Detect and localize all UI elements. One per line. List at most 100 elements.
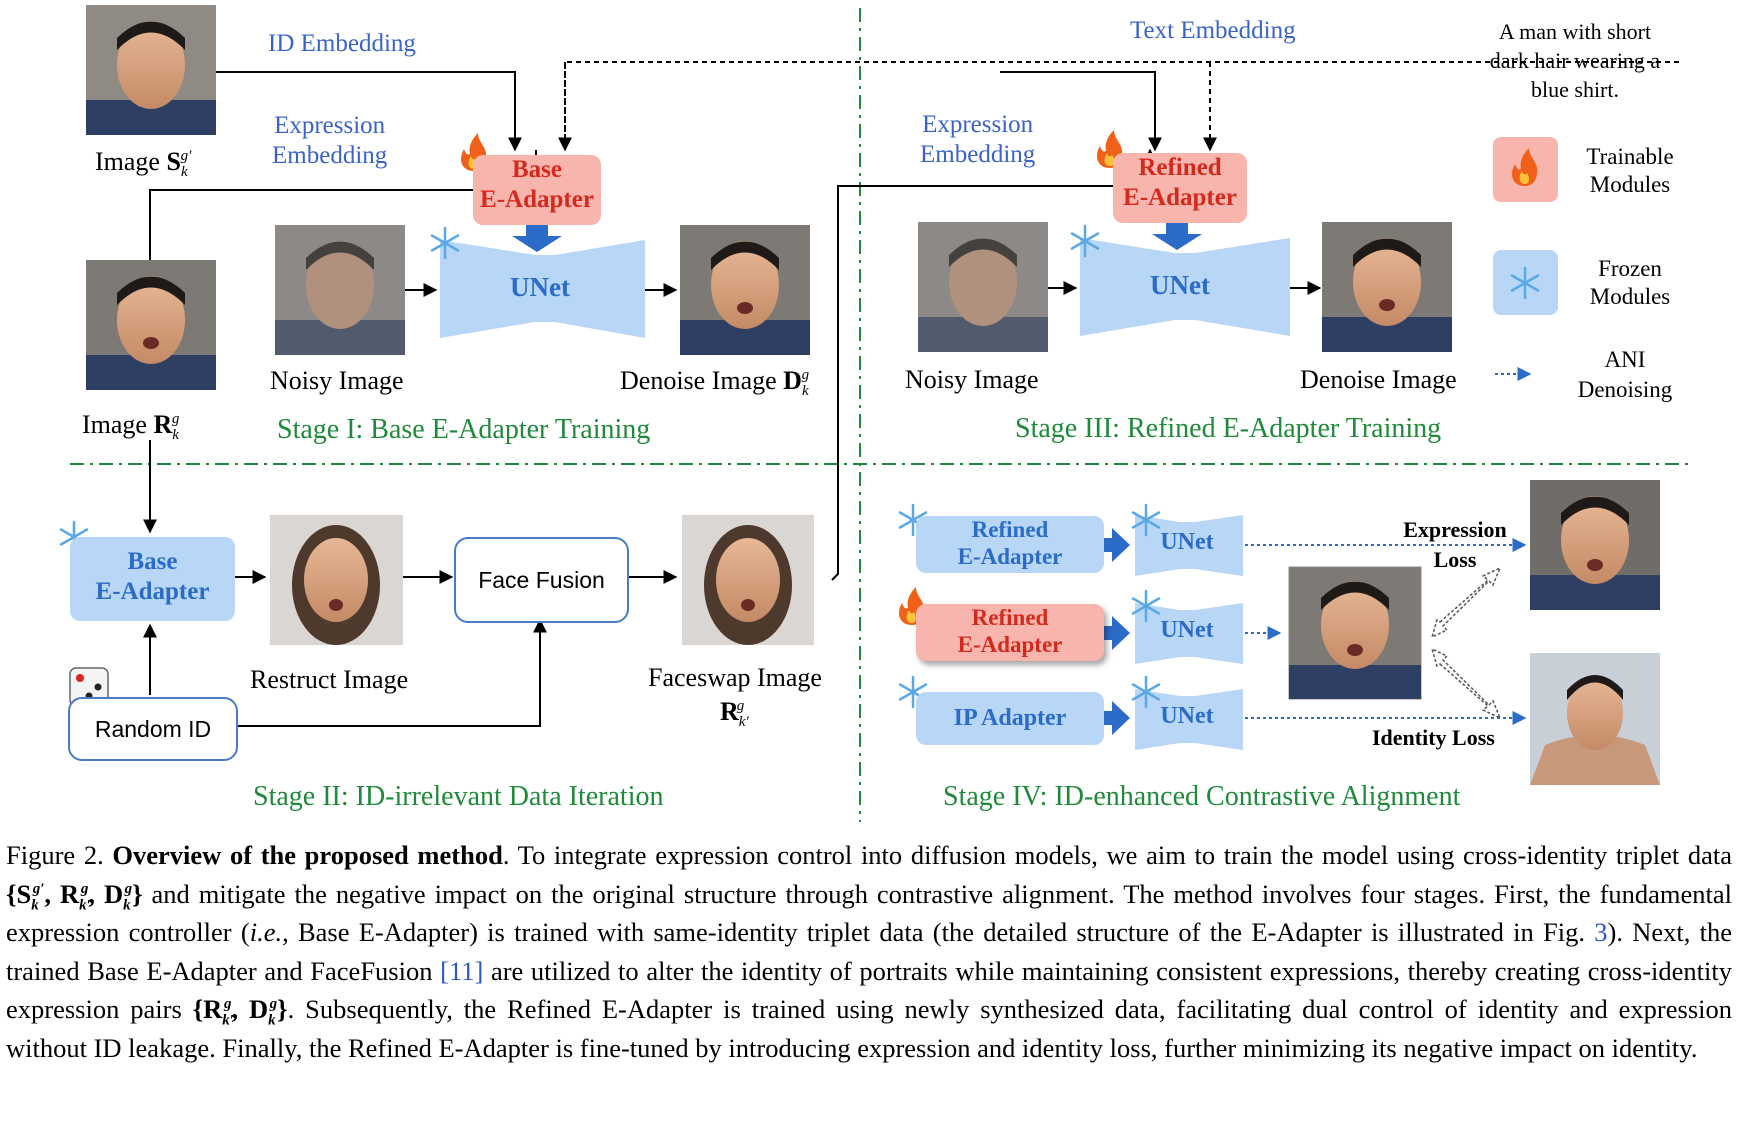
- snowflake-icon: [1131, 675, 1161, 709]
- caption-text-4: ). Next, the trained Base E-Adapter and …: [6, 917, 1732, 986]
- expression-loss-line-2: Loss: [1433, 547, 1477, 572]
- denoise-symbol: D: [783, 366, 802, 395]
- expression-loss-label: Expression Loss: [1380, 515, 1530, 575]
- expression-embedding-line-1: Expression: [274, 112, 386, 139]
- down-arrow-icon: [512, 224, 562, 252]
- unet-shape-s4-1: [1135, 515, 1243, 576]
- expression-loss-line-1: Expression: [1403, 517, 1507, 542]
- base-eadapter-s2-line-1: Base: [127, 548, 178, 575]
- faceswap-symbol: R: [720, 697, 739, 726]
- caption-text-1: . To integrate expression control into d…: [502, 840, 1733, 870]
- expression-embedding-3-line-1: Expression: [922, 111, 1034, 138]
- faceswap-image-photo: [682, 515, 814, 645]
- legend-trainable-line-2: Modules: [1589, 172, 1671, 197]
- legend-ani-line-1: ANI: [1604, 347, 1646, 372]
- figure-caption: Figure 2. Overview of the proposed metho…: [6, 836, 1732, 1067]
- refined-eadapter-line-2: E-Adapter: [1123, 184, 1237, 211]
- restruct-image-label: Restruct Image: [250, 665, 409, 694]
- unet-label-s4-3: UNet: [1160, 703, 1214, 729]
- legend-frozen-label: Frozen Modules: [1565, 255, 1695, 311]
- refined-eadapter-trainable-box: Refined E-Adapter: [916, 604, 1104, 661]
- id-embedding-arrow: [216, 71, 522, 152]
- right-arrow-icon: [1100, 528, 1130, 562]
- stage1-title: Stage I: Base E-Adapter Training: [277, 414, 651, 445]
- caption-text-3: Base E-Adapter) is trained with same-ide…: [288, 917, 1595, 947]
- unet-shape-s4-3: [1135, 689, 1243, 750]
- stage3-title: Stage III: Refined E-Adapter Training: [1015, 413, 1442, 444]
- face-photos: [86, 5, 1660, 785]
- legend-ani-line-2: Denoising: [1577, 377, 1673, 402]
- image-r-prefix: Image: [82, 410, 154, 439]
- denoise-image-1-photo: [680, 225, 810, 355]
- expression-embedding-line-2: Embedding: [272, 142, 388, 169]
- caption-text-6: . Subsequently, the Refined E-Adapter is…: [6, 994, 1732, 1063]
- refined-eadapter-line-1: Refined: [1138, 154, 1222, 181]
- image-s-label: Image Skg′: [95, 147, 192, 181]
- denoise-image-3-photo: [1322, 222, 1452, 352]
- refined-frozen-line-2: E-Adapter: [957, 544, 1063, 569]
- unet-shape-stage1: [440, 240, 645, 338]
- down-arrow-icons: [512, 222, 1202, 735]
- noisy-image-1-photo: [275, 225, 405, 355]
- ip-adapter-box: IP Adapter: [916, 692, 1104, 745]
- unet-shapes: [440, 238, 1290, 750]
- expression-embedding-label-3: Expression Embedding: [920, 110, 1035, 170]
- stage3-connectors: [1000, 62, 1322, 295]
- unet-shape-s4-2: [1135, 603, 1243, 664]
- stage2-connectors: [143, 570, 678, 727]
- expression-embedding-label-1: Expression Embedding: [272, 111, 387, 171]
- base-eadapter-stage1: Base E-Adapter: [473, 155, 601, 225]
- fire-icon: [1512, 148, 1538, 186]
- image-r-label: Image Rkg: [82, 410, 180, 444]
- denoise-prefix: Denoise Image: [620, 366, 784, 395]
- unet-shape-stage3: [1080, 238, 1290, 336]
- image-s-photo: [86, 5, 216, 135]
- restruct-image-photo: [270, 515, 403, 645]
- random-id-box: Random ID: [68, 697, 238, 761]
- legend-trainable-line-1: Trainable: [1586, 144, 1674, 169]
- legend-frozen-line-2: Modules: [1589, 284, 1671, 309]
- text-prompt: A man with short dark hair wearing a blu…: [1475, 17, 1675, 104]
- base-eadapter-line-1: Base: [512, 156, 562, 183]
- caption-text-5: are utilized to alter the identity of po…: [6, 955, 1732, 1025]
- snowflake-icon: [1131, 503, 1161, 537]
- caption-figure-label: Figure 2.: [6, 840, 104, 870]
- snowflake-icon: [1131, 589, 1161, 623]
- caption-pair-math: {Rk′g, Dkg}: [192, 994, 288, 1029]
- expression-embedding-3-line-2: Embedding: [920, 141, 1036, 168]
- unet-label-stage1: UNet: [510, 272, 570, 302]
- stage2-title: Stage II: ID-irrelevant Data Iteration: [253, 781, 664, 812]
- caption-fig-ref-link[interactable]: 3: [1594, 917, 1608, 947]
- refined-trainable-line-2: E-Adapter: [957, 632, 1063, 657]
- denoise-image-label-1: Denoise Image Dkg: [620, 366, 810, 400]
- legend-ani-label: ANI Denoising: [1560, 345, 1690, 405]
- legend-trainable-label: Trainable Modules: [1565, 143, 1695, 199]
- stage4-connectors: [1245, 367, 1532, 725]
- caption-ie: i.e.,: [249, 917, 289, 947]
- noisy-image-label-1: Noisy Image: [270, 366, 404, 395]
- base-eadapter-line-2: E-Adapter: [480, 186, 594, 213]
- refined-trainable-line-1: Refined: [971, 605, 1049, 630]
- caption-citation-link[interactable]: [11]: [440, 955, 484, 986]
- base-eadapter-s2-line-2: E-Adapter: [95, 578, 210, 605]
- face-fusion-box: Face Fusion: [454, 537, 629, 623]
- text-prompt-line-1: A man with short: [1498, 19, 1652, 44]
- diagram-canvas: [59, 5, 1690, 822]
- stage4-output-photo: [1288, 566, 1422, 700]
- text-prompt-line-2: dark hair wearing a: [1489, 48, 1661, 73]
- caption-text-2: and mitigate the negative impact on the …: [6, 878, 1733, 948]
- right-arrow-icon: [1100, 701, 1130, 735]
- image-r-symbol: R: [153, 410, 173, 439]
- legend-frozen-line-1: Frozen: [1598, 256, 1662, 281]
- id-embedding-label: ID Embedding: [268, 30, 416, 57]
- base-eadapter-stage2: Base E-Adapter: [70, 537, 235, 621]
- unet-label-s4-2: UNet: [1160, 617, 1214, 643]
- noisy-image-3-photo: [918, 222, 1048, 352]
- caption-triplet-math: {Skg′, Rk′g, Dkg}: [6, 878, 143, 913]
- noisy-image-label-3: Noisy Image: [905, 365, 1039, 394]
- right-arrow-icon: [1100, 616, 1130, 650]
- contrastive-arrows: [1430, 566, 1502, 720]
- text-prompt-line-3: blue shirt.: [1531, 77, 1619, 102]
- stage-dividers: [70, 8, 1690, 822]
- text-embedding-label: Text Embedding: [1130, 17, 1296, 44]
